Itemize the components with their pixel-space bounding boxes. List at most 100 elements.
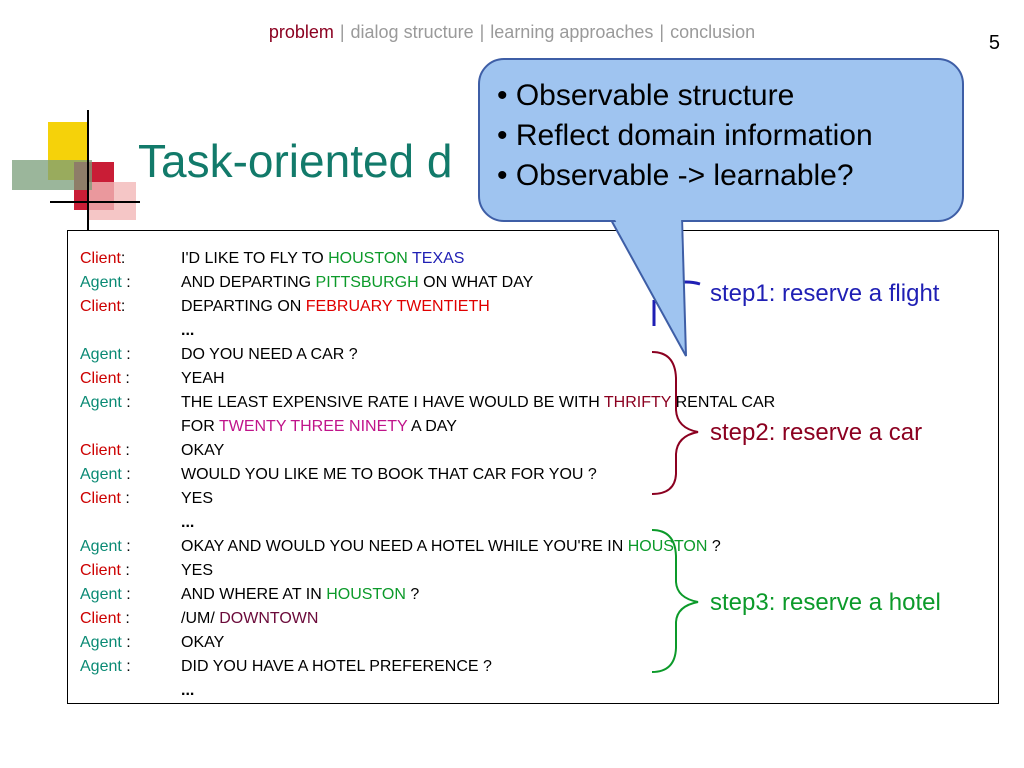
utterance-text: YEAH <box>181 370 225 387</box>
speaker-name: Agent <box>80 394 122 411</box>
speaker-name: Client <box>80 298 121 315</box>
speaker-label: Client : <box>80 439 175 463</box>
speaker-label: Agent : <box>80 271 175 295</box>
speaker-colon: : <box>120 610 130 627</box>
speaker-name: Client <box>80 370 121 387</box>
utterance: /UM/ DOWNTOWN <box>181 607 318 631</box>
callout-list: • Observable structure • Reflect domain … <box>497 76 873 196</box>
speaker-colon: : <box>121 634 131 651</box>
utterance-text: OKAY <box>181 634 225 651</box>
utterance-text: YES <box>181 562 214 579</box>
utterance: ... <box>181 319 194 343</box>
speaker-name: Client <box>80 610 121 627</box>
utterance-text: ... <box>181 322 195 339</box>
page-number: 5 <box>988 32 1000 54</box>
utterance-text: THE LEAST EXPENSIVE RATE I HAVE WOULD BE… <box>181 394 604 411</box>
speaker-colon: : <box>121 658 131 675</box>
entity-highlight: DOWNTOWN <box>219 610 319 627</box>
utterance: AND WHERE AT IN HOUSTON ? <box>181 583 419 607</box>
entity-highlight: HOUSTON <box>326 586 406 603</box>
utterance-text: FOR <box>181 418 219 435</box>
speaker-label: Client : <box>80 559 175 583</box>
slide-title: Task-oriented d <box>138 135 453 187</box>
utterance: OKAY <box>181 439 224 463</box>
nav-item-conclusion[interactable]: conclusion <box>670 22 756 42</box>
entity-highlight: FEBRUARY TWENTIETH <box>305 298 490 315</box>
utterance-text: I'D LIKE TO FLY TO <box>181 250 329 267</box>
utterance-text: /UM/ <box>181 610 220 627</box>
utterance: DID YOU HAVE A HOTEL PREFERENCE ? <box>181 655 492 679</box>
speaker-label: Agent : <box>80 391 175 415</box>
speaker-colon: : <box>121 466 131 483</box>
utterance-text: WOULD YOU LIKE ME TO BOOK THAT CAR FOR Y… <box>181 466 597 483</box>
utterance: OKAY <box>181 631 224 655</box>
utterance-text: ? <box>405 586 420 603</box>
speaker-colon: : <box>121 394 131 411</box>
utterance-text: OKAY <box>181 442 225 459</box>
speaker-name: Client <box>80 442 121 459</box>
speaker-label: Agent : <box>80 535 175 559</box>
utterance-text: ON WHAT DAY <box>418 274 534 291</box>
speaker-name: Client <box>80 562 121 579</box>
utterance: YES <box>181 559 213 583</box>
utterance: FOR TWENTY THREE NINETY A DAY <box>181 415 457 439</box>
utterance-text: YES <box>181 490 214 507</box>
speaker-label: Client : <box>80 607 175 631</box>
callout-item: • Observable structure <box>497 79 795 112</box>
utterance: YEAH <box>181 367 225 391</box>
speaker-label: Agent : <box>80 631 175 655</box>
speaker-colon: : <box>121 538 131 555</box>
utterance: DO YOU NEED A CAR ? <box>181 343 358 367</box>
utterance: ... <box>181 679 194 703</box>
nav-item-dialog-structure[interactable]: dialog structure <box>350 22 474 42</box>
entity-highlight: TEXAS <box>412 250 465 267</box>
utterance-text: DO YOU NEED A CAR ? <box>181 346 358 363</box>
speaker-name: Agent <box>80 658 122 675</box>
speaker-label: Agent : <box>80 463 175 487</box>
speaker-label: Agent : <box>80 343 175 367</box>
entity-highlight: THRIFTY <box>603 394 672 411</box>
utterance: OKAY AND WOULD YOU NEED A HOTEL WHILE YO… <box>181 535 721 559</box>
breadcrumb-nav: problem|dialog structure|learning approa… <box>0 22 1024 43</box>
entity-highlight: HOUSTON <box>627 538 708 555</box>
callout-box <box>478 58 964 222</box>
utterance-text: RENTAL CAR <box>671 394 776 411</box>
nav-item-learning-approaches[interactable]: learning approaches <box>490 22 654 42</box>
speaker-colon: : <box>120 490 130 507</box>
utterance: THE LEAST EXPENSIVE RATE I HAVE WOULD BE… <box>181 391 775 415</box>
speaker-name: Agent <box>80 346 122 363</box>
speaker-colon: : <box>120 298 126 315</box>
utterance: YES <box>181 487 213 511</box>
speaker-colon: : <box>120 370 130 387</box>
speaker-label: Agent : <box>80 583 175 607</box>
entity-highlight: HOUSTON <box>328 250 408 267</box>
step2-label: step2: reserve a car <box>710 419 923 446</box>
callout-item: • Reflect domain information <box>497 119 873 152</box>
callout-item: • Observable -> learnable? <box>497 159 854 192</box>
utterance-text: A DAY <box>407 418 457 435</box>
speaker-colon: : <box>121 274 131 291</box>
speaker-colon: : <box>121 586 131 603</box>
speaker-label: Client : <box>80 367 175 391</box>
speaker-name: Client <box>80 250 121 267</box>
speaker-label: Client: <box>80 295 175 319</box>
step3-label: step3: reserve a hotel <box>710 589 941 616</box>
nav-item-problem[interactable]: problem <box>268 22 334 42</box>
nav-separator: | <box>479 22 485 42</box>
utterance-text: OKAY AND WOULD YOU NEED A HOTEL WHILE YO… <box>181 538 628 555</box>
utterance-text: AND DEPARTING <box>181 274 316 291</box>
utterance-text: DID YOU HAVE A HOTEL PREFERENCE ? <box>181 658 492 675</box>
utterance: I'D LIKE TO FLY TO HOUSTON TEXAS <box>181 247 464 271</box>
utterance: WOULD YOU LIKE ME TO BOOK THAT CAR FOR Y… <box>181 463 597 487</box>
speaker-name: Client <box>80 490 121 507</box>
entity-highlight: TWENTY THREE NINETY <box>218 418 408 435</box>
utterance-text: ... <box>181 514 195 531</box>
utterance: ... <box>181 511 194 535</box>
speaker-name: Agent <box>80 466 122 483</box>
speaker-colon: : <box>121 346 131 363</box>
nav-separator: | <box>339 22 345 42</box>
speaker-label: Agent : <box>80 655 175 679</box>
speaker-label: Client : <box>80 487 175 511</box>
speaker-label: Client: <box>80 247 175 271</box>
